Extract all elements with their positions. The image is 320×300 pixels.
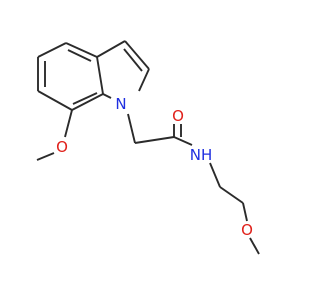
bond-c7-o: [64, 109, 73, 138]
bond-o-ch3: [36, 152, 55, 161]
bond-c7a-c7-inner: [72, 92, 98, 105]
atom-n-amide: NH: [190, 146, 213, 164]
bond-c5-c4: [37, 42, 67, 58]
bond-c4-c3a-inner: [67, 49, 92, 62]
bond-c3-c2-inner: [123, 48, 143, 72]
bond-ch2-co: [134, 136, 175, 144]
bond-n1-ch2: [127, 113, 136, 144]
atom-labels: N O O NH O: [56, 95, 253, 239]
bond-c7a-c7: [71, 93, 104, 111]
bond-c4-c3a: [65, 42, 98, 58]
bond-o-ch3-terminal: [249, 237, 260, 255]
atom-o-carbonyl: O: [172, 107, 184, 125]
bond-ch2-ch2: [219, 186, 244, 204]
bond-c3a-c7a: [96, 56, 104, 95]
bond-ch2-o: [242, 202, 248, 222]
bond-c7-c6: [37, 90, 73, 111]
bond-co-nh: [173, 136, 193, 146]
atom-o-methoxy-alkyl: O: [241, 221, 253, 239]
bond-c2-n1: [138, 68, 150, 92]
bond-c3-c2: [124, 40, 150, 70]
molecule-structure-diagram: N O O NH O: [36, 40, 260, 255]
bond-c3a-c3: [96, 40, 126, 58]
atom-n-indole: N: [115, 95, 126, 113]
bond-nh-ch2: [209, 162, 221, 188]
bond-n1-c7a: [102, 93, 112, 99]
bonds: [36, 40, 260, 255]
atom-o-methoxy-aryl: O: [56, 138, 68, 156]
